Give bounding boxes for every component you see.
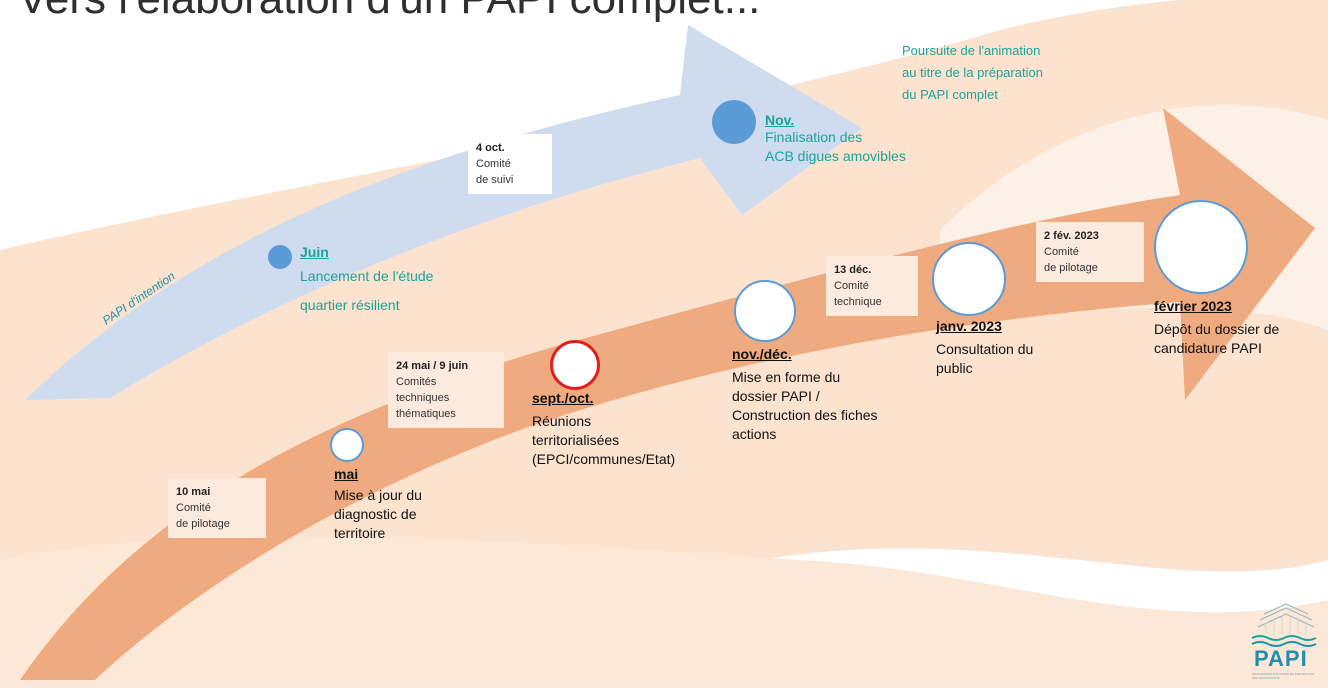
- milestone-label: mai: [334, 466, 359, 482]
- committee-date: 10 mai: [176, 486, 211, 498]
- milestone-desc-line: dossier PAPI /: [732, 388, 820, 404]
- top-note-line: du PAPI complet: [902, 87, 998, 102]
- milestone: février 2023 Dépôt du dossier de candida…: [1154, 298, 1279, 358]
- milestone-label: février 2023: [1154, 298, 1232, 314]
- committee-date: 4 oct.: [476, 142, 505, 154]
- milestone-desc: Mise en forme du dossier PAPI / Construc…: [732, 368, 878, 444]
- committee-box: 4 oct. Comité de suivi: [468, 134, 552, 194]
- milestone-label: janv. 2023: [936, 318, 1002, 334]
- milestone-desc-line: Lancement de l'étude: [300, 268, 434, 284]
- committee-line: Comité: [1044, 246, 1079, 258]
- milestone-ring-highlight: [550, 340, 600, 390]
- logo-text: PAPI: [1254, 646, 1308, 671]
- milestone: Nov. Finalisation des ACB digues amovibl…: [765, 112, 906, 166]
- milestone-desc: Lancement de l'étude quartier résilient: [300, 262, 433, 320]
- milestone-desc-line: Consultation du: [936, 341, 1034, 357]
- milestone-dot: [712, 100, 756, 144]
- milestone-label: sept./oct.: [532, 390, 594, 406]
- milestone-desc: Finalisation des ACB digues amovibles: [765, 128, 906, 166]
- committee-line: de suivi: [476, 174, 514, 186]
- committee-date: 24 mai / 9 juin: [396, 360, 469, 372]
- milestone-desc-line: Mise à jour du: [334, 487, 422, 503]
- milestone-label: nov./déc.: [732, 346, 792, 362]
- milestone: sept./oct. Réunions territorialisées (EP…: [532, 390, 675, 469]
- committee-line: Comité: [176, 502, 211, 514]
- milestone-desc-line: (EPCI/communes/Etat): [532, 451, 676, 467]
- milestone-desc: Mise à jour du diagnostic de territoire: [334, 486, 422, 543]
- top-note: Poursuite de l'animation au titre de la …: [902, 40, 1043, 106]
- committee-box: 24 mai / 9 juin Comités techniques théma…: [388, 352, 504, 428]
- milestone-desc-line: diagnostic de: [334, 506, 417, 522]
- milestone-circle: [734, 280, 796, 342]
- committee-date: 13 déc.: [834, 264, 872, 276]
- milestone-desc-line: Mise en forme du: [732, 369, 841, 385]
- milestone-circle: [330, 428, 364, 462]
- committee-date: 2 fév. 2023: [1044, 230, 1099, 242]
- top-note-line: Poursuite de l'animation: [902, 43, 1041, 58]
- milestone-desc-line: actions: [732, 426, 777, 442]
- milestone-desc-line: quartier résilient: [300, 297, 400, 313]
- committee-line: Comité: [476, 158, 511, 170]
- logo-subtext: PROGRAMME D'ACTIONS DE PREVENTION DES IN…: [1252, 672, 1315, 680]
- milestone: Juin Lancement de l'étude quartier résil…: [300, 244, 433, 320]
- committee-box: 10 mai Comité de pilotage: [168, 478, 266, 538]
- committee-line: thématiques: [396, 408, 456, 420]
- committee-box: 2 fév. 2023 Comité de pilotage: [1036, 222, 1144, 282]
- blue-arrow: [25, 25, 862, 400]
- committee-line: de pilotage: [1044, 262, 1098, 274]
- milestone-desc-line: candidature PAPI: [1154, 340, 1262, 356]
- milestone-desc-line: territorialisées: [532, 432, 620, 448]
- top-note-line: au titre de la préparation: [902, 65, 1043, 80]
- background-wave-lower: [0, 536, 1328, 688]
- milestone-dot: [268, 245, 292, 269]
- committee-line: de pilotage: [176, 518, 230, 530]
- milestone-desc: Dépôt du dossier de candidature PAPI: [1154, 320, 1279, 358]
- committee-line: Comités: [396, 376, 437, 388]
- milestone: mai Mise à jour du diagnostic de territo…: [334, 466, 422, 543]
- milestone-desc-line: Réunions: [532, 413, 592, 429]
- committee-line: techniques: [396, 392, 450, 404]
- milestone-circle: [1154, 200, 1248, 294]
- committee-box: 13 déc. Comité technique: [826, 256, 918, 316]
- milestone-desc-line: Dépôt du dossier de: [1154, 321, 1280, 337]
- milestone-desc-line: public: [936, 360, 973, 376]
- milestone-circle: [932, 242, 1006, 316]
- logo-graphic-icon: [1251, 603, 1317, 647]
- papi-logo: PAPI PROGRAMME D'ACTIONS DE PREVENTION D…: [1250, 600, 1322, 684]
- milestone-label: Juin: [300, 244, 329, 260]
- milestone-label: Nov.: [765, 112, 795, 128]
- milestone: janv. 2023 Consultation du public: [936, 318, 1033, 378]
- milestone-desc-line: Construction des fiches: [732, 407, 878, 423]
- page-title: Vers l'élaboration d'un PAPI complet...: [18, 0, 760, 24]
- committee-line: technique: [834, 296, 882, 308]
- milestone-desc: Consultation du public: [936, 340, 1033, 378]
- milestone-desc-line: Finalisation des: [765, 129, 863, 145]
- milestone-desc: Réunions territorialisées (EPCI/communes…: [532, 412, 675, 469]
- milestone-desc-line: territoire: [334, 525, 386, 541]
- committee-line: Comité: [834, 280, 869, 292]
- milestone-desc-line: ACB digues amovibles: [765, 148, 906, 164]
- milestone: nov./déc. Mise en forme du dossier PAPI …: [732, 346, 878, 444]
